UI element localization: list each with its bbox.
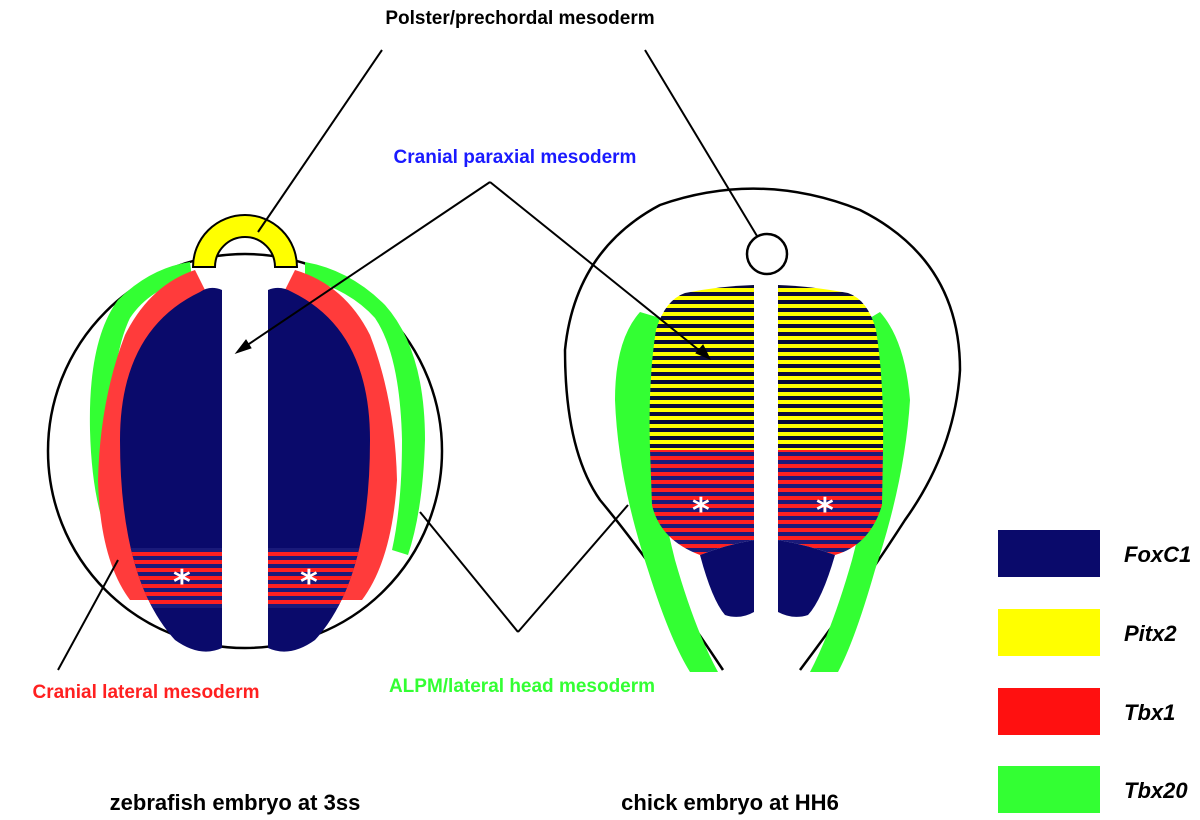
alpm-label: ALPM/lateral head mesoderm (389, 676, 655, 697)
chick-paraxial-tbx1-left (650, 450, 754, 555)
chick-embryo-outline (563, 187, 962, 671)
zebrafish-embryo: * * (46, 214, 444, 652)
legend: FoxC1 Pitx2 Tbx1 Tbx20 (998, 530, 1191, 813)
chick-paraxial-pitx2-right (778, 285, 884, 450)
chick-alpm-right (810, 312, 910, 672)
chick-foxc1-left (700, 540, 754, 617)
chick-asterisk-left: * (692, 491, 710, 531)
chick-caption: chick embryo at HH6 (621, 790, 839, 815)
chick-asterisk-right: * (816, 491, 834, 531)
paraxial-leader-chick (489, 181, 706, 356)
polster-leader-chick (644, 49, 758, 237)
polster-leader-zebrafish (257, 49, 383, 233)
leader-lines (57, 49, 758, 671)
legend-label-tbx20: Tbx20 (1124, 778, 1188, 803)
chick-polster (745, 232, 789, 276)
chick-paraxial-tbx1-right (778, 450, 883, 555)
zebrafish-cranial-lateral-left (98, 270, 205, 600)
zebrafish-asterisk-left: * (173, 563, 191, 603)
legend-swatch-foxc1 (998, 530, 1100, 577)
legend-label-pitx2: Pitx2 (1124, 621, 1177, 646)
legend-swatch-pitx2 (998, 609, 1100, 656)
polster-label: Polster/prechordal mesoderm (385, 8, 654, 29)
legend-label-foxc1: FoxC1 (1124, 542, 1191, 567)
alpm-leader-chick (517, 504, 629, 633)
zebrafish-polster (191, 214, 299, 268)
paraxial-leader-zebrafish (239, 181, 491, 351)
zebrafish-alpm-right (305, 262, 425, 555)
chick-foxc1-right (778, 540, 835, 617)
chick-paraxial-pitx2-left (649, 285, 754, 450)
cranial-lateral-leader (57, 559, 119, 671)
legend-swatch-tbx20 (998, 766, 1100, 813)
alpm-leader-zebrafish (419, 511, 519, 633)
paraxial-arrowhead-zebrafish (234, 339, 252, 354)
legend-swatch-tbx1 (998, 688, 1100, 735)
zebrafish-asterisk-right: * (300, 563, 318, 603)
chick-alpm-left (615, 312, 718, 672)
legend-label-tbx1: Tbx1 (1124, 700, 1175, 725)
cranial-lateral-label: Cranial lateral mesoderm (32, 682, 259, 703)
zebrafish-caption: zebrafish embryo at 3ss (110, 790, 361, 815)
cranial-paraxial-label: Cranial paraxial mesoderm (394, 147, 637, 168)
chick-embryo: * * (563, 187, 962, 672)
paraxial-arrowhead-chick (695, 344, 712, 360)
